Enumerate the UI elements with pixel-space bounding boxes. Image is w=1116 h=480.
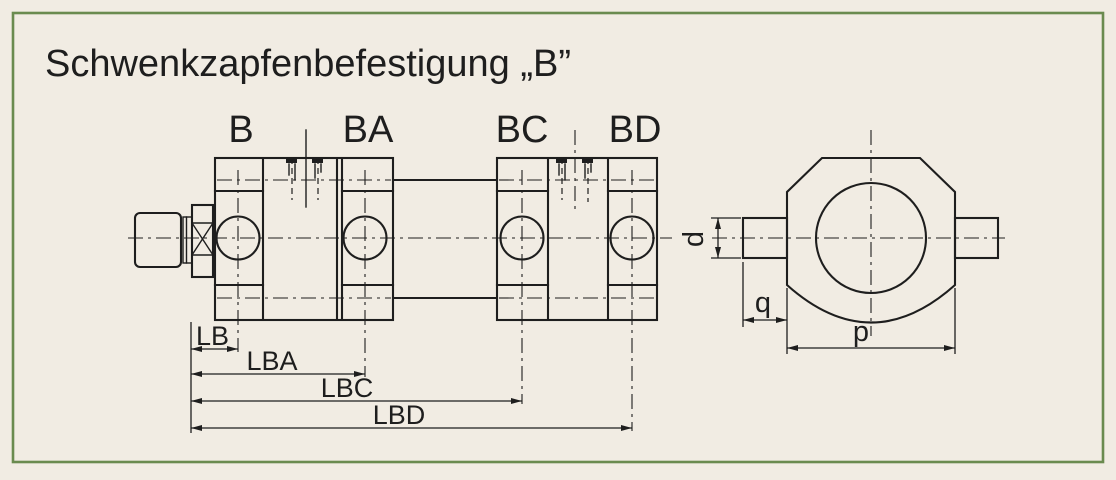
dim-label-LBD: LBD [373, 400, 426, 430]
dimension-q: q [742, 262, 787, 327]
rod-stub [133, 211, 183, 269]
dim-label-LBC: LBC [321, 373, 374, 403]
trunnion-pin-right [953, 216, 1000, 260]
side-view: B BA BC BD LB LBA LBC LBD [128, 109, 672, 433]
label-BC: BC [496, 109, 549, 151]
cylinder-body-right [495, 156, 659, 322]
cylinder-tube [391, 178, 499, 300]
label-BA: BA [343, 109, 394, 151]
label-BD: BD [609, 109, 662, 151]
cylinder-body-left [213, 156, 395, 322]
trunnion-pin-left [741, 216, 789, 260]
air-port-left [286, 129, 323, 208]
variant-labels: B BA BC BD [228, 109, 661, 151]
drawing-title: Schwenkzapfenbefestigung „B” [45, 43, 571, 85]
air-port-right [556, 130, 593, 210]
length-dimensions: LB LBA LBC LBD [190, 321, 632, 433]
label-B: B [228, 109, 253, 151]
trunnion-cap-outline [785, 156, 957, 324]
piston-rod-end [133, 203, 215, 279]
rod-thread-section [190, 203, 215, 279]
dim-label-q: q [755, 287, 771, 319]
end-view: d q p [678, 130, 1005, 354]
dim-label-p: p [853, 316, 869, 348]
dim-label-LBA: LBA [246, 346, 297, 376]
dim-label-LB: LB [196, 321, 229, 351]
dimension-d: d [678, 217, 741, 259]
page-frame [11, 11, 1105, 464]
trunnion-pins [215, 170, 655, 431]
dim-label-d: d [678, 231, 710, 247]
cylinder-bore-circle [814, 181, 928, 295]
dimension-p: p [786, 288, 956, 354]
